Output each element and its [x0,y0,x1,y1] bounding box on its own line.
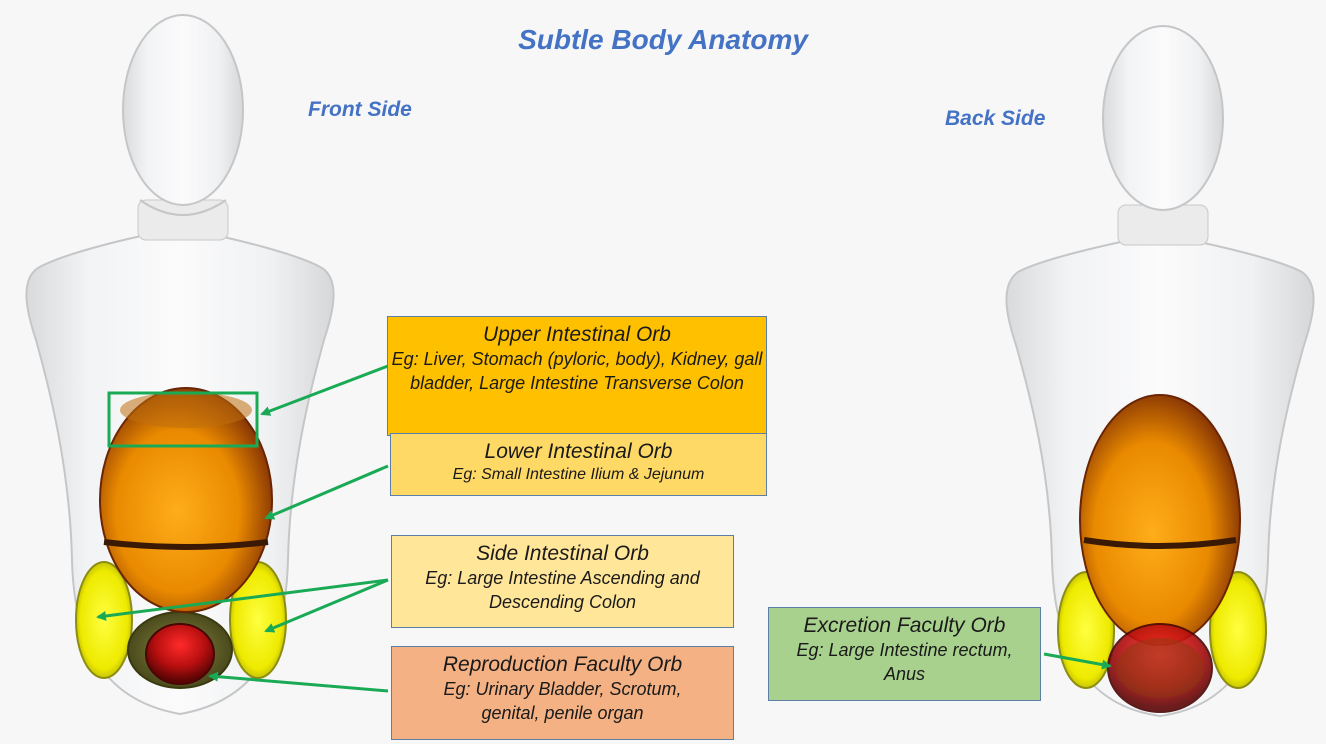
reproduction-orb-description: Eg: Urinary Bladder, Scrotum, genital, p… [443,679,682,723]
reproduction-faculty-orb-box: Reproduction Faculty Orb Eg: Urinary Bla… [391,646,734,740]
reproduction-orb-arrow [208,671,389,693]
upper-intestinal-orb-box: Upper Intestinal Orb Eg: Liver, Stomach … [387,316,767,436]
side-orb-arrow-right [264,578,389,633]
page-title: Subtle Body Anatomy [518,24,808,55]
excretion-orb-arrow [1043,652,1112,670]
upper-orb-heading: Upper Intestinal Orb [483,323,671,346]
side-orb-arrow-left [96,578,389,621]
side-orb-description: Eg: Large Intestine Ascending and Descen… [425,568,700,612]
back-side-label: Back Side [945,107,1046,130]
back-body [1005,25,1315,718]
excretion-faculty-orb-box: Excretion Faculty Orb Eg: Large Intestin… [768,607,1041,701]
upper-orb-description: Eg: Liver, Stomach (pyloric, body), Kidn… [391,349,763,393]
side-orb-heading: Side Intestinal Orb [476,542,649,565]
side-intestinal-orb-box: Side Intestinal Orb Eg: Large Intestine … [391,535,734,628]
lower-orb-arrow [264,464,389,520]
pointer-arrows [96,364,1112,693]
lower-orb-description: Eg: Small Intestine Ilium & Jejunum [452,466,705,484]
lower-intestinal-orb-box: Lower Intestinal Orb Eg: Small Intestine… [390,433,767,496]
lower-orb-heading: Lower Intestinal Orb [484,440,673,463]
front-side-label: Front Side [308,98,412,121]
excretion-orb-heading: Excretion Faculty Orb [803,614,1006,637]
excretion-orb-description: Eg: Large Intestine rectum, Anus [796,640,1013,684]
front-body [25,14,335,716]
reproduction-orb-heading: Reproduction Faculty Orb [442,653,683,676]
upper-orb-arrow [260,364,389,416]
